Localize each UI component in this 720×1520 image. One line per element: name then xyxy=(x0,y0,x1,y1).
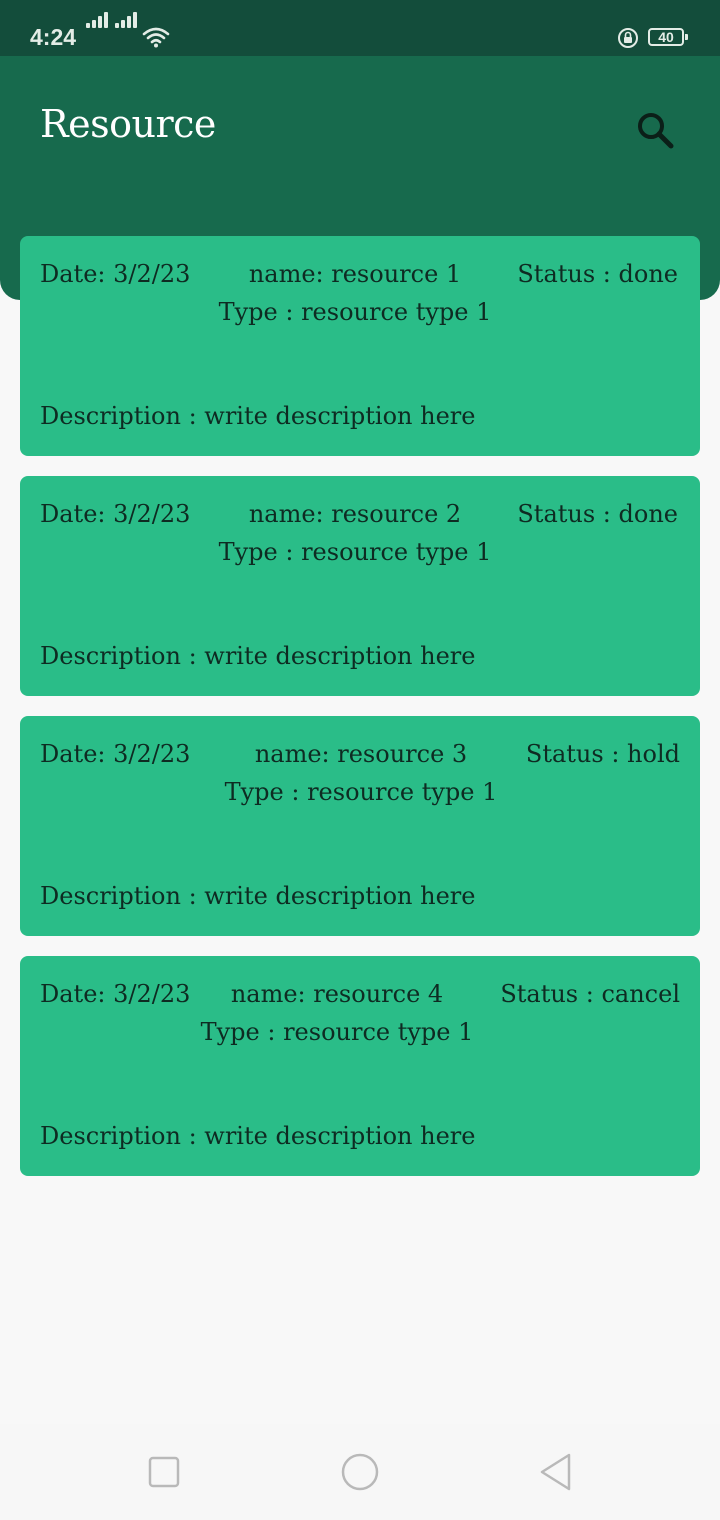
battery-tip xyxy=(685,34,688,40)
search-button[interactable] xyxy=(628,104,682,158)
resource-description: Description : write description here xyxy=(40,882,476,910)
back-button[interactable] xyxy=(534,1450,578,1498)
resource-type: Type : resource type 1 xyxy=(218,298,492,326)
rotation-lock-icon xyxy=(618,28,638,48)
resource-description: Description : write description here xyxy=(40,402,476,430)
resource-status: Status : cancel xyxy=(500,980,680,1008)
square-icon xyxy=(148,1456,180,1488)
resource-name: name: resource 1 xyxy=(248,260,462,288)
page-title: Resource xyxy=(40,102,216,146)
resource-description: Description : write description here xyxy=(40,642,476,670)
resource-date: Date: 3/2/23 xyxy=(40,980,191,1008)
resource-card-2[interactable]: Date: 3/2/23 name: resource 2 Status : d… xyxy=(20,476,700,696)
resource-date: Date: 3/2/23 xyxy=(40,500,191,528)
status-bar: 4:24 40 xyxy=(0,0,720,56)
resource-card-1[interactable]: Date: 3/2/23 name: resource 1 Status : d… xyxy=(20,236,700,456)
circle-icon xyxy=(341,1453,379,1491)
resource-date: Date: 3/2/23 xyxy=(40,260,191,288)
home-button[interactable] xyxy=(338,1450,382,1498)
resource-card-3[interactable]: Date: 3/2/23 name: resource 3 Status : h… xyxy=(20,716,700,936)
resource-status: Status : hold xyxy=(525,740,680,768)
resource-name: name: resource 3 xyxy=(254,740,468,768)
resource-status: Status : done xyxy=(517,500,678,528)
resource-status: Status : done xyxy=(517,260,678,288)
resource-description: Description : write description here xyxy=(40,1122,476,1150)
battery-level: 40 xyxy=(658,29,674,45)
resource-name: name: resource 2 xyxy=(248,500,462,528)
resource-name: name: resource 4 xyxy=(230,980,444,1008)
system-nav-bar xyxy=(0,1424,720,1520)
triangle-back-icon xyxy=(540,1453,571,1491)
resource-type: Type : resource type 1 xyxy=(200,1018,474,1046)
resource-card-4[interactable]: Date: 3/2/23 name: resource 4 Status : c… xyxy=(20,956,700,1176)
search-icon xyxy=(638,113,674,149)
wifi-icon xyxy=(142,27,170,48)
battery-icon xyxy=(648,28,684,46)
recents-button[interactable] xyxy=(146,1454,182,1494)
resource-date: Date: 3/2/23 xyxy=(40,740,191,768)
status-time: 4:24 xyxy=(30,24,77,50)
resource-type: Type : resource type 1 xyxy=(224,778,498,806)
resource-type: Type : resource type 1 xyxy=(218,538,492,566)
